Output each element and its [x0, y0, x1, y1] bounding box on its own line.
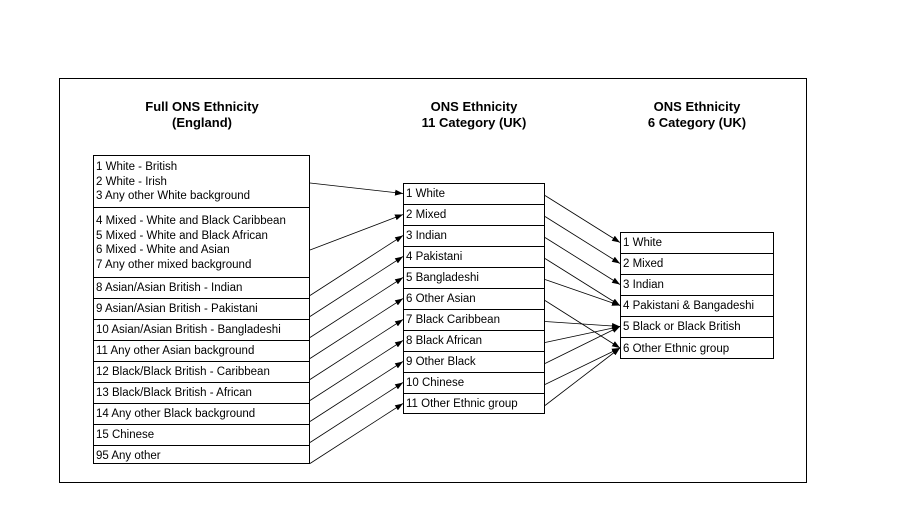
category-cell-5-black-or-black-british: 5 Black or Black British [621, 317, 773, 338]
category-cell-14-any-other-black-background: 14 Any other Black background [94, 404, 309, 425]
heading-line: Full ONS Ethnicity [145, 99, 259, 114]
category-cell-9-asian-asian-british-pakistani: 9 Asian/Asian British - Pakistani [94, 299, 309, 320]
category-label: 12 Black/Black British - Caribbean [96, 366, 270, 379]
category-label: 9 Other Black [406, 356, 476, 369]
category-cell-4-pakistani-bangadeshi: 4 Pakistani & Bangadeshi [621, 296, 773, 317]
category-label: 6 Other Asian [406, 293, 476, 306]
heading-line: (England) [172, 115, 232, 130]
category-label: 2 Mixed [623, 258, 664, 271]
category-cell-11-other-ethnic-group: 11 Other Ethnic group [404, 394, 544, 415]
category-label: 11 Any other Asian background [96, 345, 255, 358]
category-label: 2 Mixed [406, 209, 447, 222]
category-label: 5 Mixed - White and Black African [96, 229, 268, 242]
category-label: 1 White [623, 237, 662, 250]
category-cell-8-black-african: 8 Black African [404, 331, 544, 352]
category-cell-9-other-black: 9 Other Black [404, 352, 544, 373]
category-label: 4 Mixed - White and Black Caribbean [96, 215, 286, 227]
category-label: 11 Other Ethnic group [406, 398, 518, 411]
category-cell-95-any-other: 95 Any other [94, 446, 309, 467]
category-label: 13 Black/Black British - African [96, 387, 252, 400]
category-cell-2-mixed: 2 Mixed [404, 205, 544, 226]
heading-full-ons: Full ONS Ethnicity (England) [102, 99, 302, 131]
category-label: 2 White - Irish [96, 175, 167, 188]
category-label: 5 Bangladeshi [406, 272, 479, 285]
category-label: 3 Indian [406, 230, 447, 243]
category-cell-6-other-ethnic-group: 6 Other Ethnic group [621, 338, 773, 360]
category-label: 10 Chinese [406, 377, 465, 390]
heading-line: ONS Ethnicity [653, 99, 741, 114]
category-label: 10 Asian/Asian British - Bangladeshi [96, 324, 281, 337]
ons-11-category-list: 1 White 2 Mixed 3 Indian 4 Pakistani 5 Bangl… [403, 183, 545, 414]
category-label: 95 Any other [96, 450, 161, 463]
category-label: 3 Indian [623, 279, 664, 292]
category-cell-15-chinese: 15 Chinese [94, 425, 309, 446]
category-cell-7-black-caribbean: 7 Black Caribbean [404, 310, 544, 331]
category-cell-13-black-black-british-african: 13 Black/Black British - African [94, 383, 309, 404]
category-label: 5 Black or Black British [623, 321, 741, 334]
category-label: 14 Any other Black background [96, 408, 256, 421]
category-label: 7 Any other mixed background [96, 258, 252, 271]
category-cell-11-any-other-asian-background: 11 Any other Asian background [94, 341, 309, 362]
category-cell-3-indian: 3 Indian [621, 275, 773, 296]
category-label: 7 Black Caribbean [406, 314, 500, 327]
category-label: 6 Mixed - White and Asian [96, 244, 230, 256]
category-label: 1 White - British [96, 161, 178, 174]
category-cell-12-black-black-british-caribbean: 12 Black/Black British - Caribbean [94, 362, 309, 383]
category-cell-1-white: 1 White [621, 233, 773, 254]
heading-6-category: ONS Ethnicity 6 Category (UK) [597, 99, 797, 131]
heading-line: 11 Category (UK) [421, 115, 527, 130]
ons-6-category-list: 1 White 2 Mixed 3 Indian 4 Pakistani & Bang… [620, 232, 774, 359]
heading-line: ONS Ethnicity [430, 99, 518, 114]
category-cell-6-other-asian: 6 Other Asian [404, 289, 544, 310]
category-label: 4 Pakistani & Bangadeshi [623, 300, 755, 313]
category-cell-4-pakistani: 4 Pakistani [404, 247, 544, 268]
category-label: 9 Asian/Asian British - Pakistani [96, 303, 258, 316]
category-cell-4-mixed-white-and-black-caribbean: 4 Mixed - White and Black Caribbean 5 Mix… [94, 208, 309, 278]
category-cell-1-white: 1 White [404, 184, 544, 205]
category-label: 1 White [406, 188, 445, 201]
diagram-frame [59, 78, 807, 483]
category-label: 3 Any other White background [96, 190, 251, 203]
category-label: 6 Other Ethnic group [623, 342, 730, 355]
category-cell-3-indian: 3 Indian [404, 226, 544, 247]
category-label: 8 Asian/Asian British - Indian [96, 282, 243, 295]
heading-line: 6 Category (UK) [647, 115, 747, 130]
category-cell-10-chinese: 10 Chinese [404, 373, 544, 394]
category-cell-10-asian-asian-british-bangladeshi: 10 Asian/Asian British - Bangladeshi [94, 320, 309, 341]
category-cell-2-mixed: 2 Mixed [621, 254, 773, 275]
category-label: 15 Chinese [96, 429, 155, 442]
heading-11-category: ONS Ethnicity 11 Category (UK) [374, 99, 574, 131]
category-cell-5-bangladeshi: 5 Bangladeshi [404, 268, 544, 289]
category-cell-8-asian-asian-british-indian: 8 Asian/Asian British - Indian [94, 278, 309, 299]
category-label: 4 Pakistani [406, 251, 463, 264]
category-label: 8 Black African [406, 335, 483, 348]
